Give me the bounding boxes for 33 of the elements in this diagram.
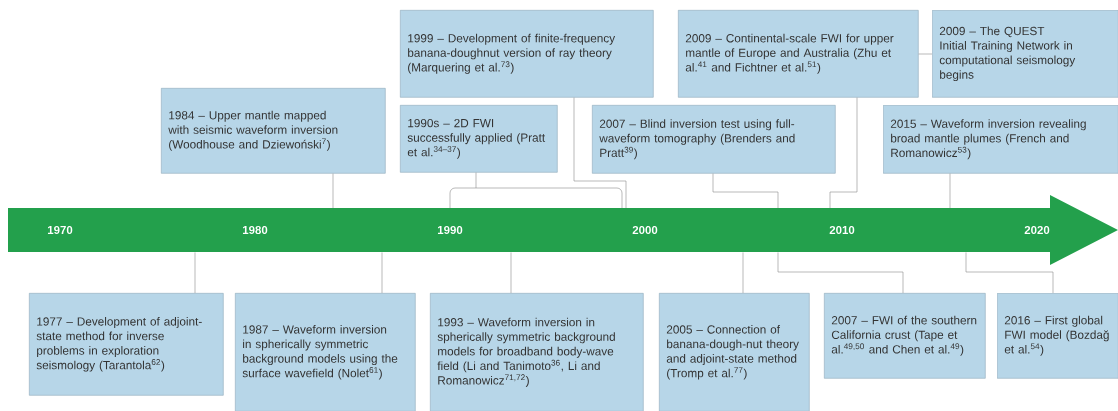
- leader-line: [949, 173, 951, 209]
- leader-line: [829, 97, 858, 209]
- leader-line: [510, 252, 512, 294]
- event-box: 2016 – First global FWI model (Bozdağ et al.$^{54}$): [997, 293, 1118, 379]
- event-box: 1990s – 2D FWI successfully applied (Pratt et al.$^{34–37}$): [400, 105, 558, 173]
- event-box: 2015 – Waveform inversion revealing broad mantle plumes (French and Romanowicz$^{53}$): [883, 105, 1118, 174]
- leader-line: [573, 97, 627, 209]
- event-box: 2007 – FWI of the southern California crust (Tape et al.$^{49,50}$ and Chen et al.$^{49}$): [824, 293, 986, 379]
- leader-line: [918, 53, 933, 55]
- leader-line: [742, 252, 744, 294]
- event-box: 2007 – Blind inversion test using full-waveform tomography (Brenders and Pratt$^{39}$): [592, 105, 836, 174]
- event-box: 2009 – Continental-scale FWI for upper mantle of Europe and Australia (Zhu et al.$^{41}$ and Fichtner et al.$^{51}$): [678, 10, 919, 98]
- event-box: 2005 – Connection of banana-dough-nut theory and adjoint-state method (Tromp et al.$^{77}$): [659, 293, 810, 411]
- event-box: 1984 – Upper mantle mapped with seismic waveform inversion (Woodhouse and Dziewoński$^{7}$): [161, 88, 386, 174]
- event-box: 1999 – Development of finite-frequency banana-doughnut version of ray theory (Marquering et al.$^{73}$): [400, 10, 654, 98]
- leader-line: [965, 252, 1054, 294]
- event-box: 1977 – Development of adjoint-state method for inverse problems in exploration seismology (Tarantola$^{62}$): [29, 293, 224, 396]
- event-box: 2009 – The QUEST Initial Training Network in computational seismology begins: [932, 10, 1118, 98]
- event-box: 1987 – Waveform inversion in spherically symmetric background models using the surface wavefield (Nolet$^{61}$): [235, 293, 416, 411]
- leader-line: [777, 252, 904, 294]
- leader-line: [449, 172, 623, 209]
- year-label: 1990: [438, 225, 463, 235]
- leader-line: [381, 252, 383, 294]
- timeline-arrow: [8, 195, 1118, 265]
- year-label: 1970: [48, 225, 73, 235]
- event-box: 1993 – Waveform inversion in spherically symmetric background models for broadband body-wave field (Li and Tanimoto$^{36}$, Li and Romanowicz$^{71,72}$): [430, 293, 644, 411]
- year-label: 1980: [243, 225, 268, 235]
- leader-line: [332, 173, 334, 209]
- leader-line: [194, 252, 196, 294]
- leader-line: [712, 173, 779, 209]
- year-label: 2000: [632, 225, 658, 235]
- year-label: 2020: [1024, 225, 1050, 235]
- year-label: 2010: [829, 225, 855, 235]
